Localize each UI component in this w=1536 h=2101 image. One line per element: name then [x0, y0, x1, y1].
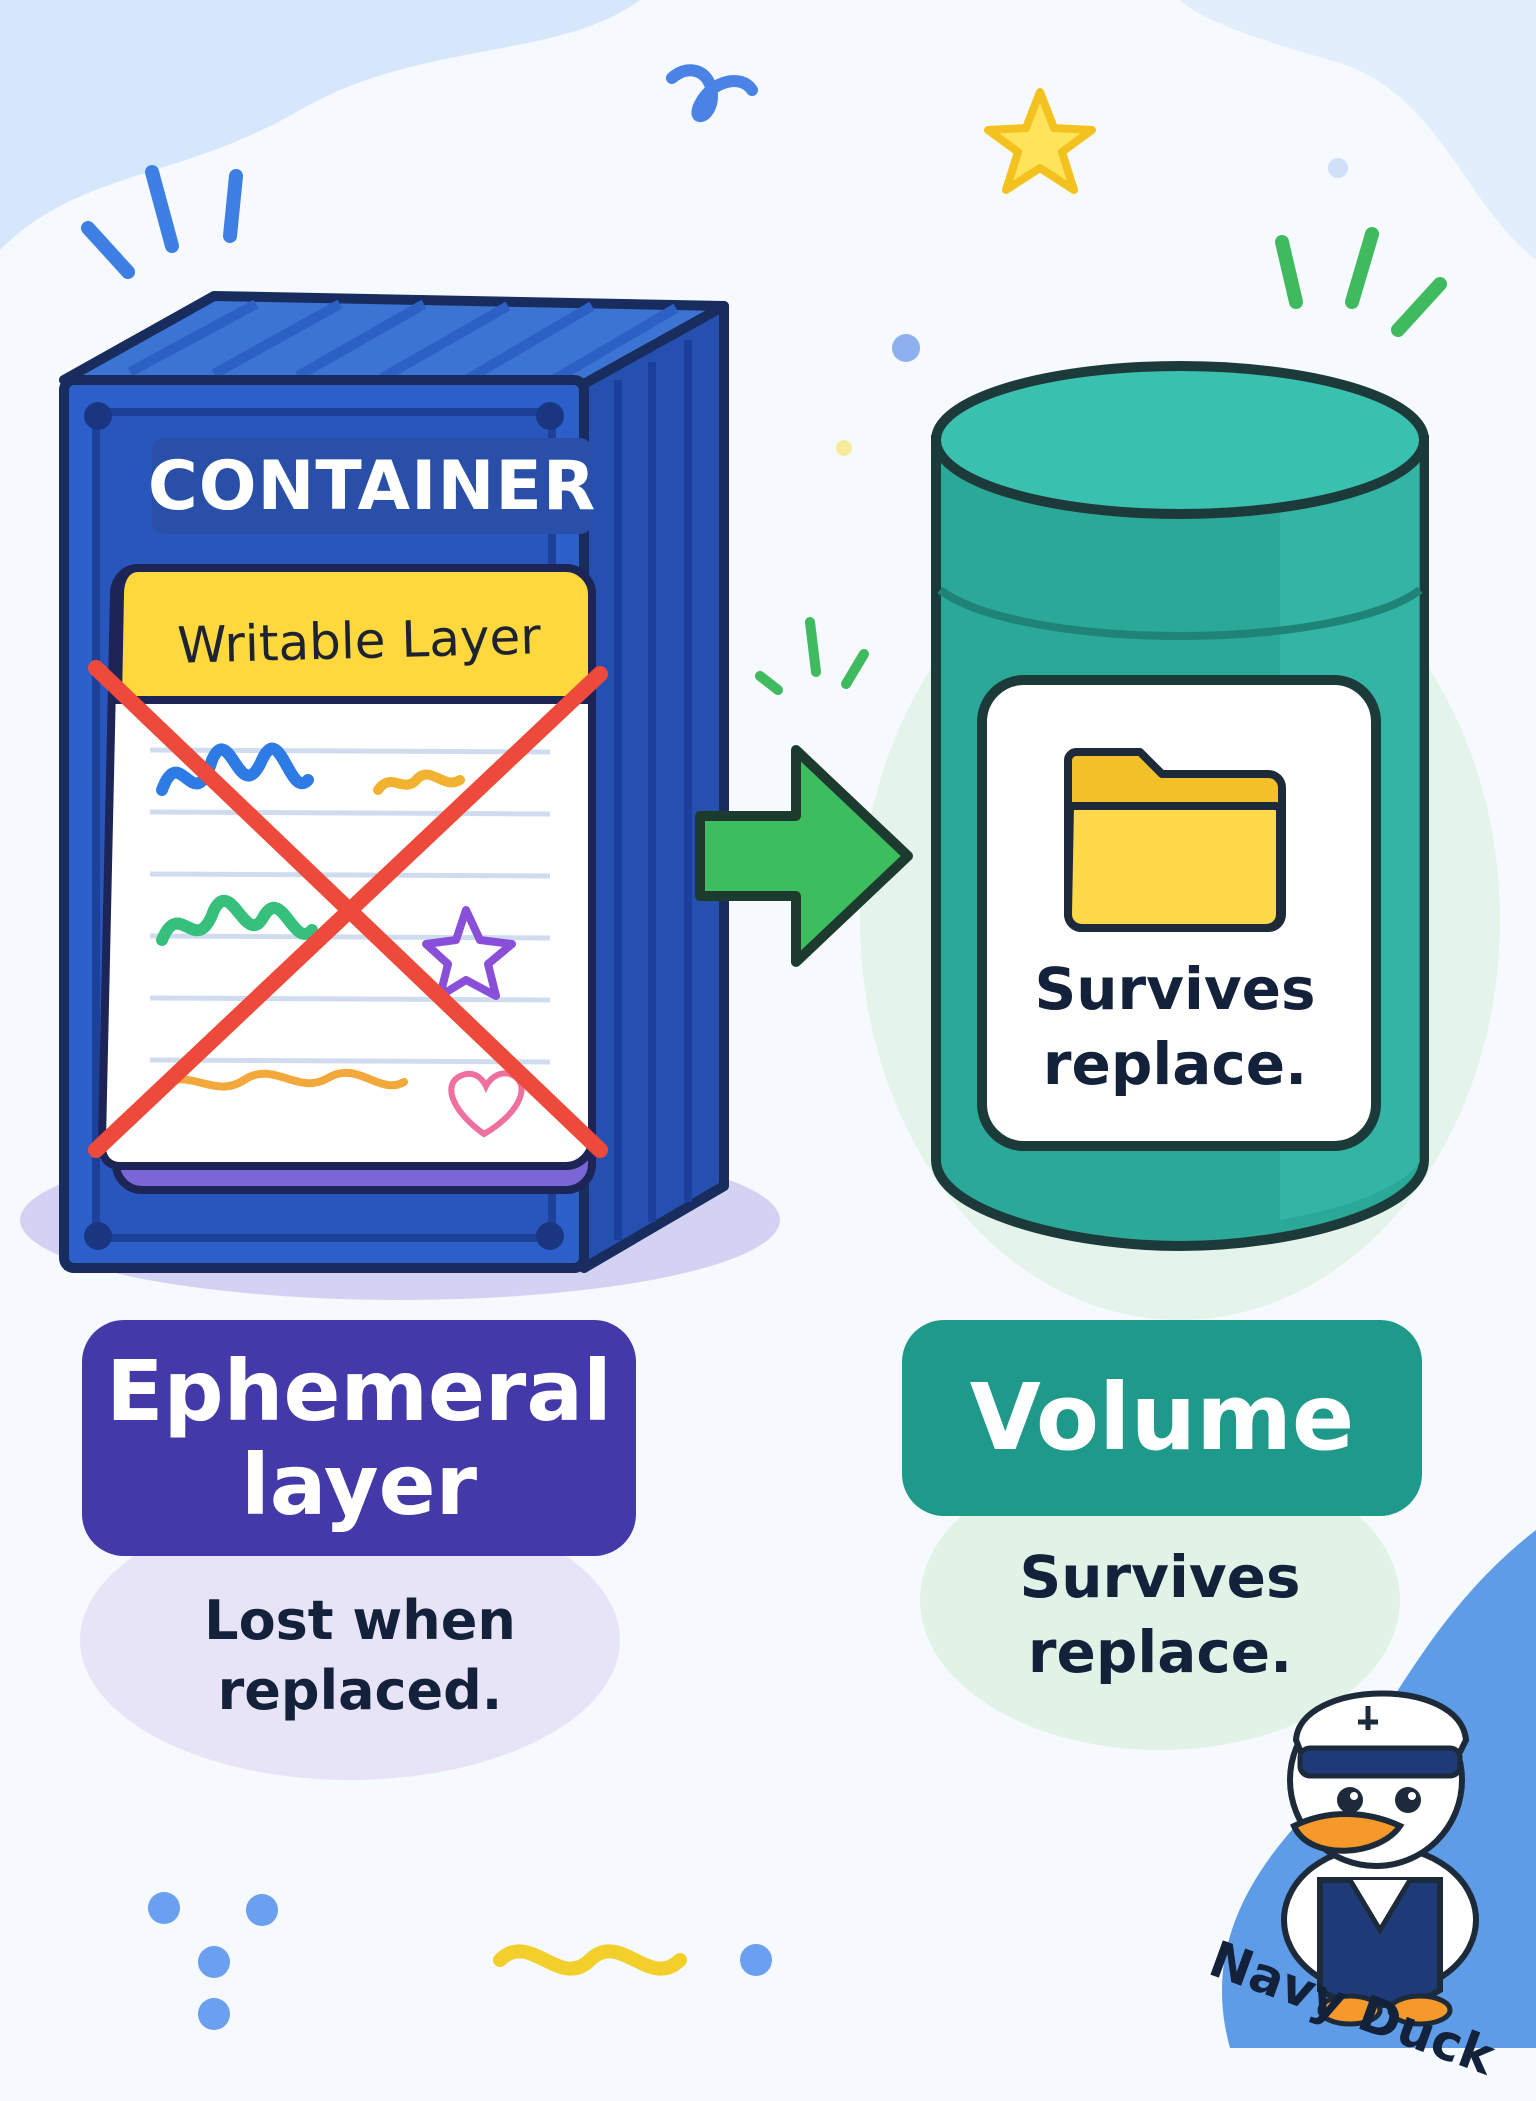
sparkle-green-icon	[1275, 227, 1447, 337]
volume-title: Volume	[902, 1320, 1422, 1516]
folder-icon	[1064, 748, 1286, 932]
arrow-right-icon	[695, 745, 913, 967]
background-blob-right	[1180, 0, 1536, 260]
ephemeral-layer-caption: Lost when replaced.	[204, 1589, 516, 1723]
dot-icon	[198, 1946, 230, 1978]
volume-caption-bubble	[920, 1450, 1400, 1750]
dot-icon	[836, 440, 852, 456]
diagram-artwork	[0, 0, 1536, 2048]
volume-caption: Survives replace.	[1019, 1543, 1301, 1687]
squiggle-blue-icon	[666, 64, 758, 123]
duck-mascot-icon	[1281, 1690, 1479, 2027]
cross-out-icon	[88, 660, 608, 1158]
dot-icon	[740, 1944, 772, 1976]
dot-icon	[198, 1998, 230, 2030]
sparkle-blue-icon	[81, 165, 243, 279]
ephemeral-caption-bubble	[80, 1500, 620, 1780]
container-heading: CONTAINER	[147, 446, 597, 526]
dot-icon	[148, 1892, 180, 1924]
background-blob-top	[0, 0, 640, 250]
dot-icon	[1328, 158, 1348, 178]
squiggle-yellow-icon	[493, 1944, 687, 1976]
star-yellow-icon	[984, 88, 1096, 194]
volume-card-text: Survives replace.	[1034, 955, 1316, 1099]
dot-icon	[892, 334, 920, 362]
ephemeral-layer-title: Ephemeral layer	[82, 1320, 636, 1556]
writable-layer-label: Writable Layer	[176, 607, 542, 675]
dot-icon	[246, 1894, 278, 1926]
sparkle-arrow-icon	[755, 617, 869, 695]
